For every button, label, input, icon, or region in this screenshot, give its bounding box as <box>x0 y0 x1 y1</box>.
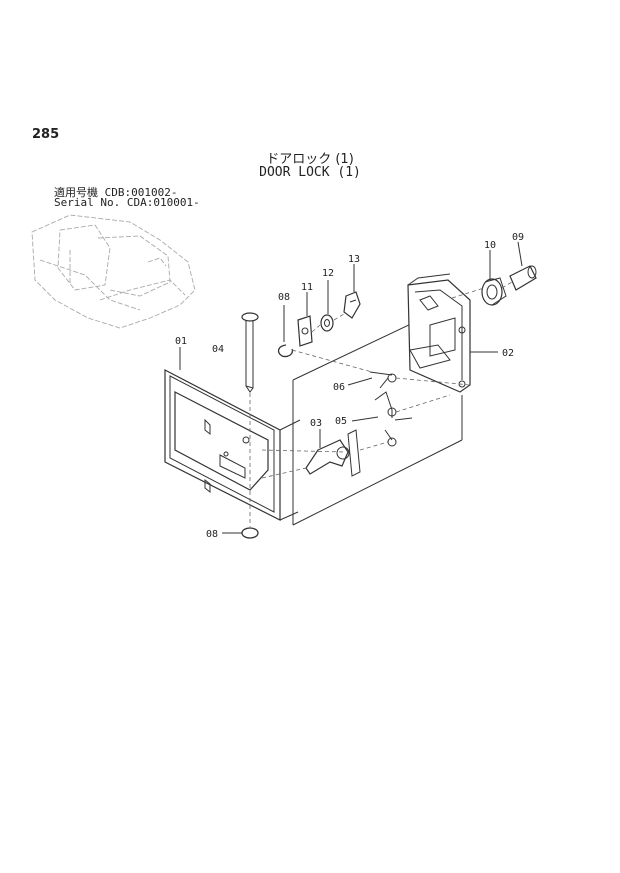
plate-part-11 <box>297 315 313 347</box>
title-english: DOOR LOCK (1) <box>259 165 361 180</box>
callout-03: 03 <box>310 418 322 429</box>
callout-12: 12 <box>322 268 334 279</box>
page-number: 285 <box>32 127 60 142</box>
callout-05: 05 <box>335 416 347 427</box>
callout-02: 02 <box>502 348 514 359</box>
assembly-dash-lines <box>249 281 513 527</box>
clip-part-08-top <box>277 344 294 358</box>
callout-09: 09 <box>512 232 524 243</box>
serial-number-line: Serial No. CDA:010001- <box>54 196 200 209</box>
washer-part-12 <box>320 314 334 332</box>
leader-lines <box>179 241 523 534</box>
spring-part-06 <box>369 371 397 389</box>
spring-part-05 <box>374 391 413 447</box>
callout-01: 01 <box>175 336 187 347</box>
callout-08-bottom: 08 <box>206 529 218 540</box>
collar-part-10 <box>481 277 507 306</box>
pin-part-04 <box>241 312 259 393</box>
callout-06: 06 <box>333 382 345 393</box>
callout-11: 11 <box>301 282 313 293</box>
latch-part-03 <box>305 429 361 477</box>
serial-applicable-line: 適用号機 CDB:001002- <box>54 186 178 199</box>
shaft-part-09 <box>509 265 537 291</box>
callout-10: 10 <box>484 240 496 251</box>
title-japanese: ドアロック (1) <box>266 152 354 167</box>
callout-04: 04 <box>212 344 224 355</box>
bracket-part-13 <box>343 291 361 319</box>
clip-part-08-bottom <box>241 527 259 539</box>
callout-08-top: 08 <box>278 292 290 303</box>
door-plate-part-01 <box>164 369 301 521</box>
machine-silhouette <box>31 214 196 329</box>
callout-13: 13 <box>348 254 360 265</box>
bracket-part-02 <box>407 273 471 393</box>
